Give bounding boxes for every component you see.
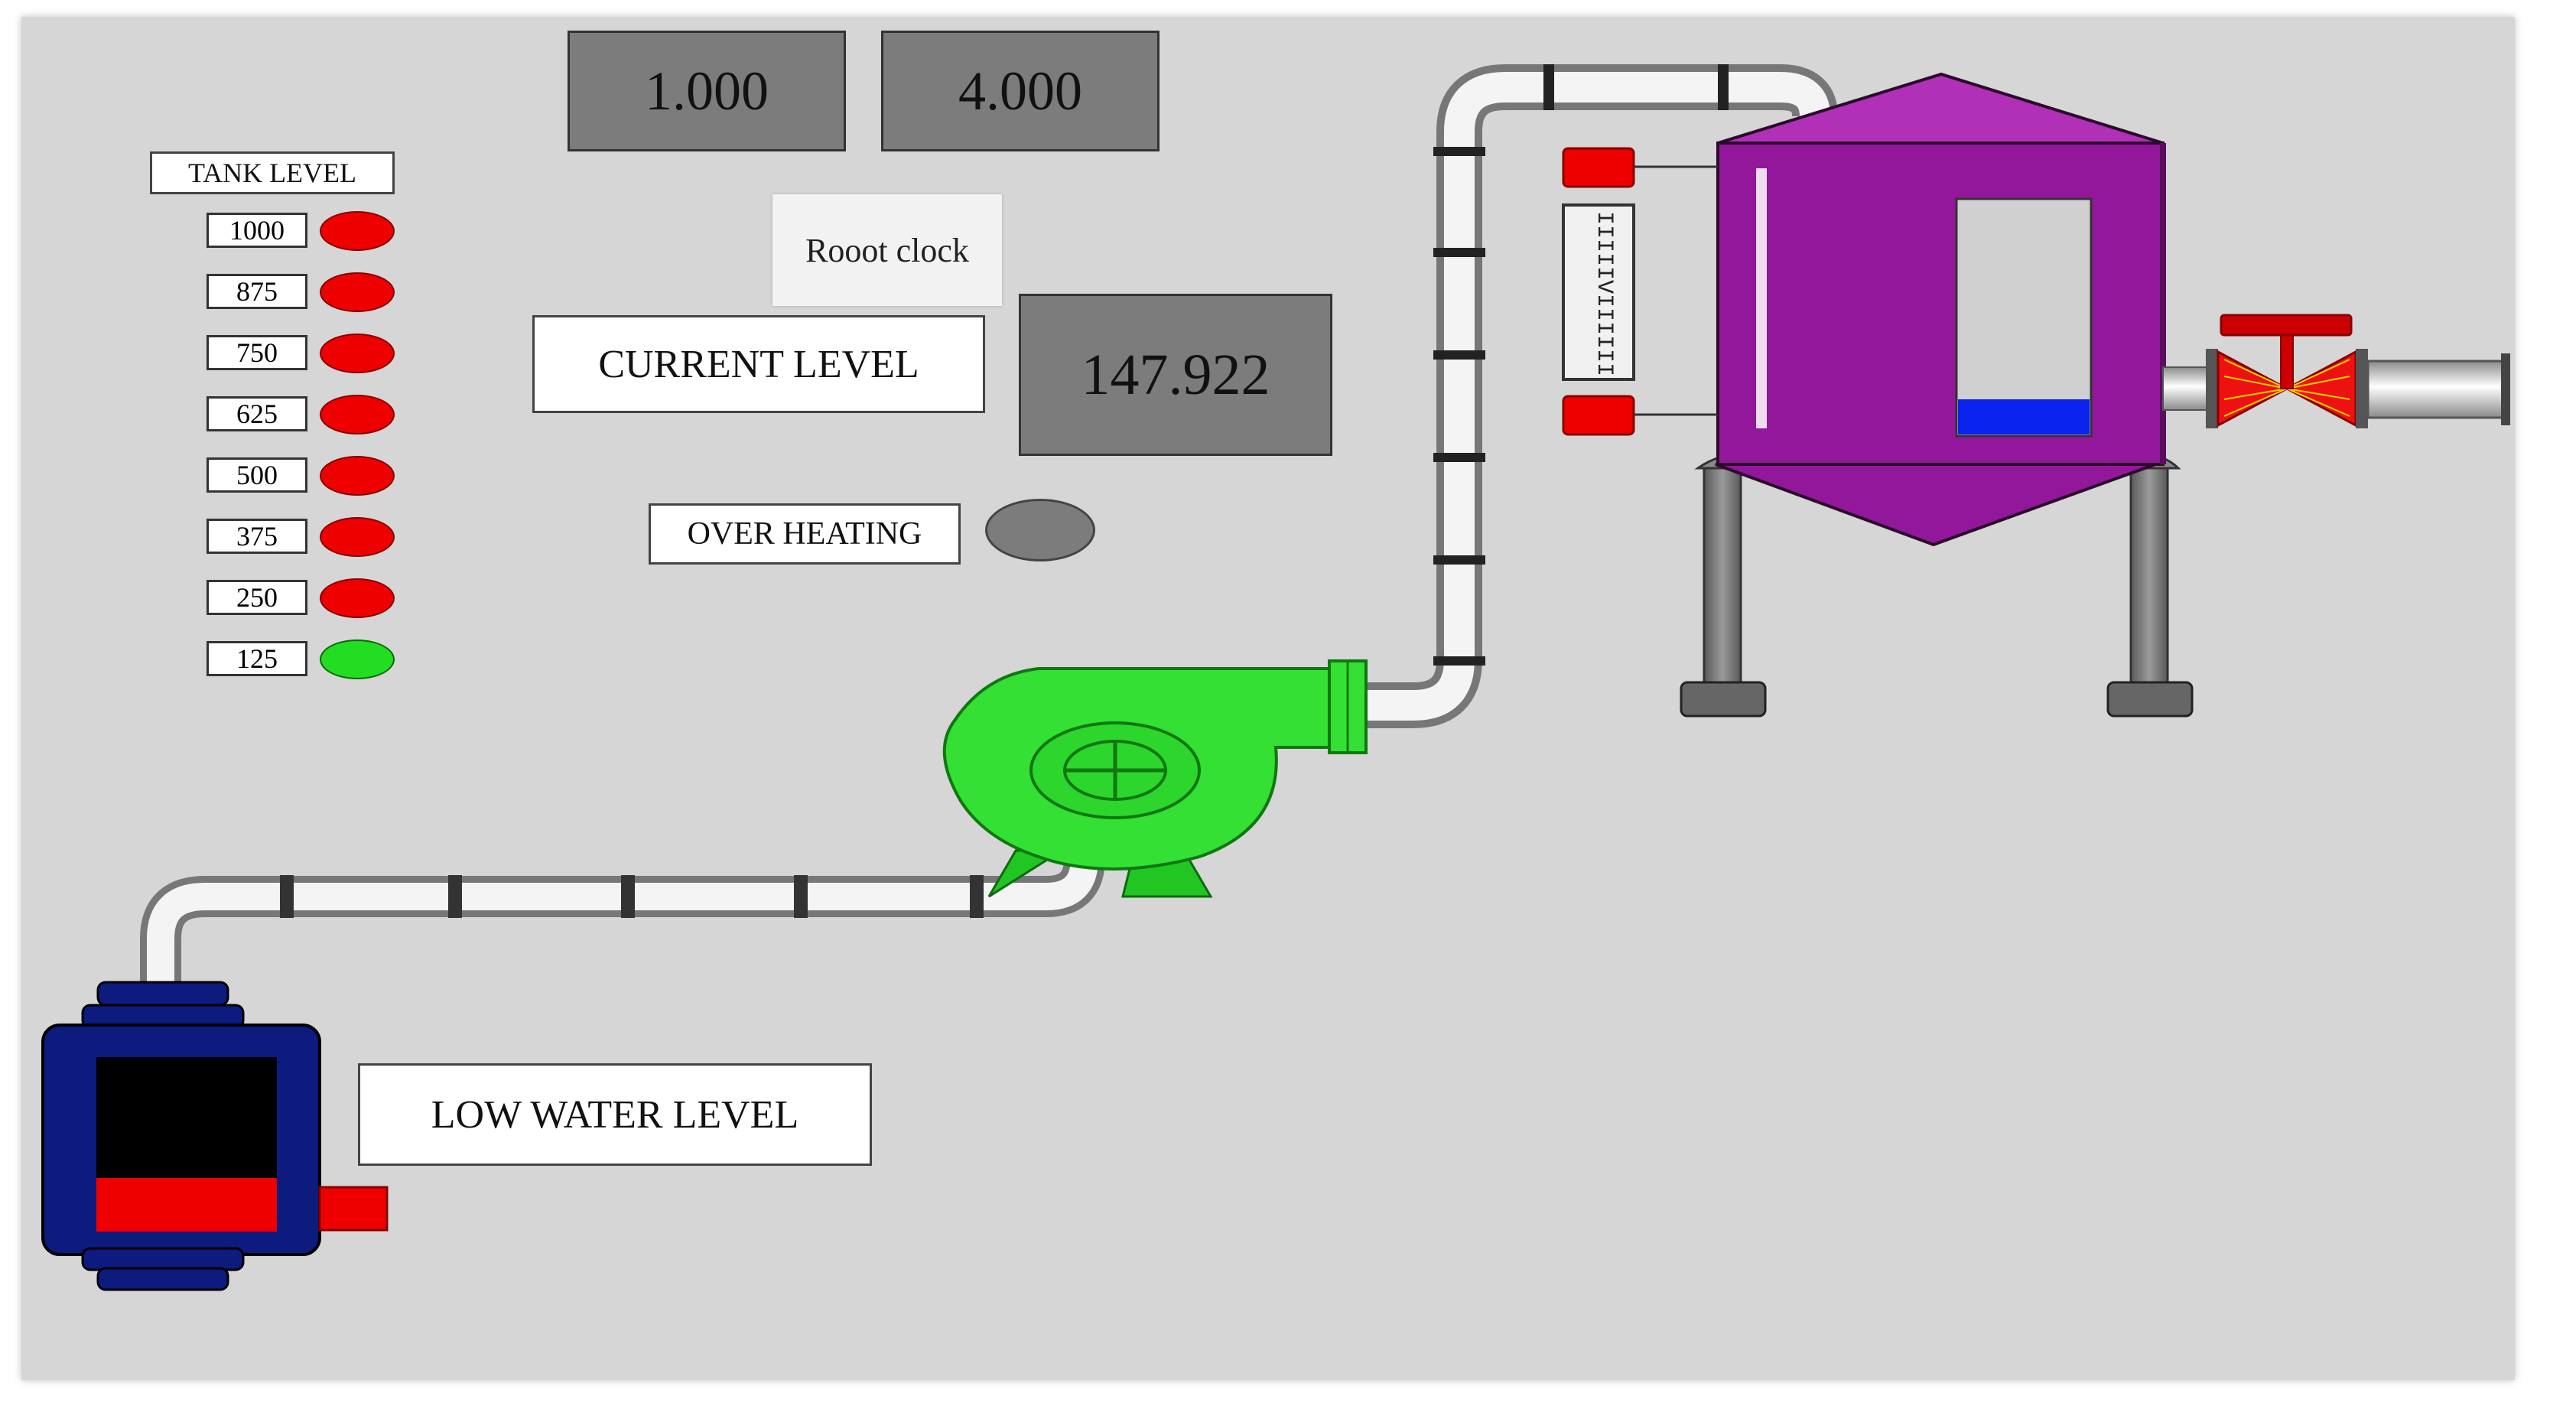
low-water-level-label: LOW WATER LEVEL xyxy=(358,1063,872,1166)
tank-level-label: 375 xyxy=(207,519,307,554)
tank-level-lamp xyxy=(320,395,395,434)
suction-pipe xyxy=(140,857,1105,982)
tank-level-lamp xyxy=(320,211,395,251)
centrifugal-pump xyxy=(942,659,1368,898)
tank-level-lamp xyxy=(320,456,395,496)
tank-level-label: 500 xyxy=(207,457,307,493)
display-value-a: 1.000 xyxy=(568,31,846,151)
discharge-pipe xyxy=(1338,64,1838,728)
motor xyxy=(41,981,389,1291)
tank-level-lamp xyxy=(320,334,395,373)
tank-level-lamp xyxy=(320,578,395,618)
tank-level-label: 875 xyxy=(207,274,307,309)
tank-level-label: 625 xyxy=(207,396,307,431)
current-level-display: 147.922 xyxy=(1019,294,1332,456)
tank-water-level xyxy=(1958,399,2090,434)
current-level-label: CURRENT LEVEL xyxy=(532,315,985,413)
process-graphics: IIIIIVIIIIII xyxy=(41,64,2510,1291)
gauge-markings: IIIIIVIIIIII xyxy=(1591,211,1617,376)
over-heating-label: OVER HEATING xyxy=(649,503,961,565)
hmi-panel: IIIIIVIIIIII 1.000 4.000 Rooot clock CUR… xyxy=(21,17,2515,1380)
tank-level-lamp xyxy=(320,640,395,679)
level-gauge: IIIIIVIIIIII xyxy=(1562,147,1718,436)
display-value-b: 4.000 xyxy=(881,31,1160,151)
tank-level-label: 750 xyxy=(207,335,307,370)
tank-level-title: TANK LEVEL xyxy=(150,151,395,194)
outlet-valve xyxy=(2162,314,2510,428)
root-clock-button[interactable]: Rooot clock xyxy=(772,194,1002,306)
tank-level-label: 125 xyxy=(207,641,307,676)
tank-level-label: 1000 xyxy=(207,213,307,248)
over-heating-indicator xyxy=(985,499,1095,561)
tank-level-label: 250 xyxy=(207,580,307,615)
tank-level-lamp xyxy=(320,272,395,312)
storage-tank xyxy=(1715,72,2166,547)
tank-level-lamp xyxy=(320,517,395,557)
